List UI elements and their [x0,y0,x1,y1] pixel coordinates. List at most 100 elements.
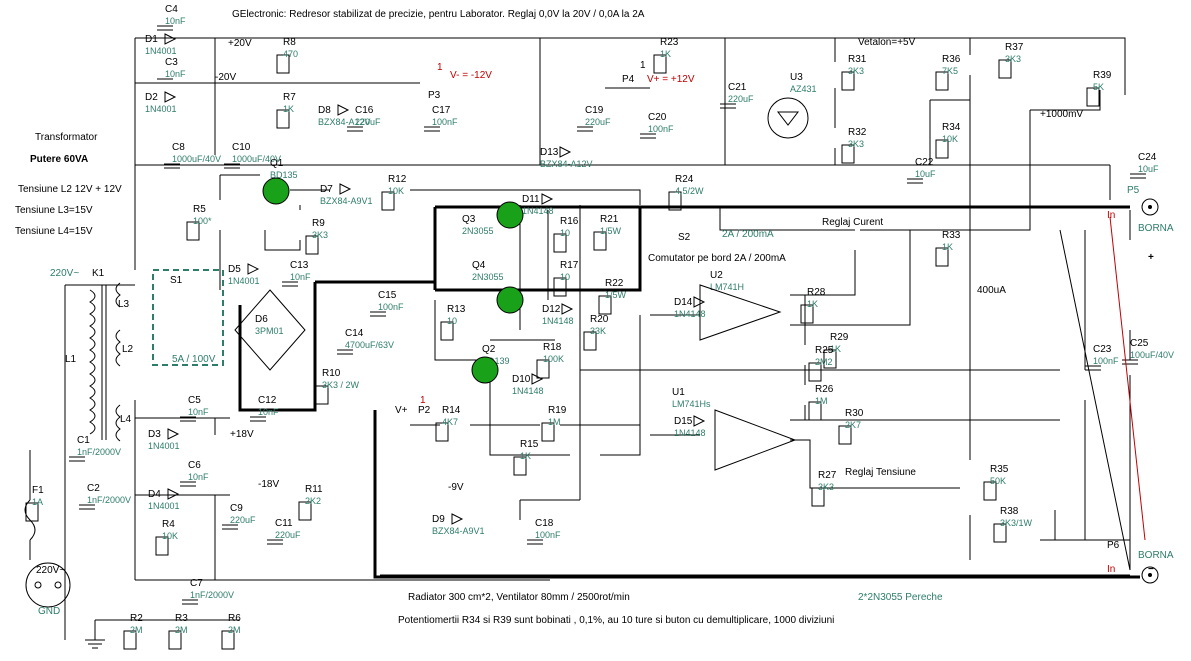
value-c23: 100nF [1093,356,1119,366]
designator-r20: R20 [590,314,609,325]
resistor-symbol-r38 [993,523,1007,543]
diode-symbol-d8 [337,104,350,116]
resistor-symbol-r27 [811,487,825,507]
node-1-a: 1 [437,62,443,73]
value-r24: 4,5/2W [675,186,704,196]
label-p5: P5 [1127,185,1140,196]
resistor-symbol-r23 [653,54,667,74]
value-q3: 2N3055 [462,226,494,236]
designator-d12: D12 [542,304,561,315]
designator-f1: F1 [32,485,44,496]
borna-positive-symbol[interactable] [1141,198,1159,216]
designator-c3: C3 [165,57,178,68]
fuse-f1-symbol [24,499,36,541]
value-c8: 1000uF/40V [172,154,221,164]
designator-r4: R4 [162,519,175,530]
component-symbols: C410nFD11N4001C310nFD21N4001R8470R71KC81… [25,4,1174,650]
component-l4: L4 [120,414,132,425]
designator-d6: D6 [255,314,268,325]
designator-r8: R8 [283,37,296,48]
designator-r21: R21 [600,214,619,225]
resistor-symbol-r15 [513,456,527,476]
value-c3: 10nF [165,69,186,79]
value-r20: 33K [590,326,606,336]
resistor-symbol-r14 [435,422,449,442]
value-c25: 100uF/40V [1130,350,1174,360]
value-r32: 3K3 [848,139,864,149]
borna-plus-sign: + [1148,252,1154,263]
component-k1: K1 [92,268,105,279]
rail-m20: -20V [215,72,236,83]
designator-d15: D15 [674,416,693,427]
diode-symbol-d11 [541,193,554,205]
transistor-q2 [471,356,499,384]
text-relay-rating: 5A / 100V [172,354,216,365]
sense-wire-1 [1109,216,1146,541]
text-reglaj-curent: Reglaj Curent [822,217,883,228]
value-r13: 10 [447,316,457,326]
gnd-label: GND [38,606,60,617]
designator-c10: C10 [232,142,251,153]
designator-r13: R13 [447,304,466,315]
borna-negative-center [1148,573,1152,577]
designator-c6: C6 [188,460,201,471]
label-p2: P2 [418,405,431,416]
resistor-symbol-r10 [315,385,329,405]
diode-symbol-d1 [164,33,177,45]
designator-r12: R12 [388,174,407,185]
transistor-q4 [496,286,524,314]
resistor-symbol-r2 [123,630,137,650]
value-r19: 1M [548,417,561,427]
designator-r15: R15 [520,439,539,450]
value-r30: 2K7 [845,420,861,430]
designator-d14: D14 [674,297,693,308]
designator-r32: R32 [848,127,867,138]
text-2a-200ma: 2A / 200mA [722,229,774,240]
rail-400ua: 400uA [977,285,1006,296]
value-r7: 1K [283,104,294,114]
value-d12: 1N4148 [542,316,574,326]
value-r34: 10K [942,134,958,144]
designator-r22: R22 [605,278,624,289]
designator-r5: R5 [193,204,206,215]
note-l3: Tensiune L3=15V [15,205,93,216]
value-q4: 2N3055 [472,272,504,282]
resistor-symbol-r13 [440,321,454,341]
rail-vetalon: Vetalon=+5V [858,37,916,48]
designator-r28: R28 [807,287,826,298]
rail-vm: V- = -12V [450,70,492,81]
value-r37: 3K3 [1005,54,1021,64]
value-r15: 1K [520,451,531,461]
text-reglaj-tensiune: Reglaj Tensiune [845,467,916,478]
resistor-symbol-r9 [305,235,319,255]
designator-r3: R3 [175,613,188,624]
value-r10: 3K3 / 2W [322,380,360,390]
value-c22: 10uF [915,169,936,179]
designator-c12: C12 [258,395,277,406]
designator-c8: C8 [172,142,185,153]
reference-u3-diode [776,111,800,126]
value-r9: 3K3 [312,230,328,240]
designator-d3: D3 [148,429,161,440]
text-comutator: Comutator pe bord 2A / 200mA [648,253,786,264]
designator-u1: U1 [672,387,685,398]
borna-negative-symbol[interactable] [1141,566,1159,584]
mains-label-2: 220V~ [36,565,65,576]
value-r33: 1K [942,242,953,252]
